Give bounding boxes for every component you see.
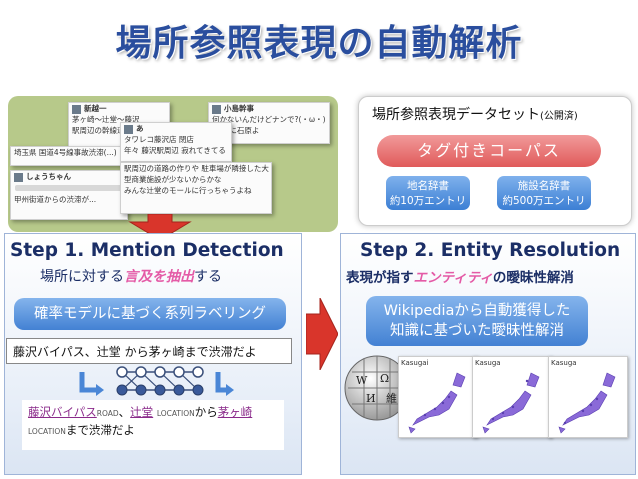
corpus-pill: タグ付きコーパス <box>377 135 601 167</box>
tweet-text: 駅周辺の幹線道路が <box>72 126 140 135</box>
tweet-user: 小島幹事 <box>224 104 254 113</box>
place-name-dictionary: 地名辞書 約10万エントリ <box>386 176 470 210</box>
input-sentence: 藤沢バイパス、辻堂 から茅ヶ崎まで渋滞だよ <box>6 338 292 364</box>
tweet-text: みんな辻堂のモールに行っちゃうよね <box>124 186 252 195</box>
tweet-text: 年々 藤沢駅周辺 寂れてきてる <box>124 146 226 155</box>
map-thumbnail: Kasuga <box>472 356 552 438</box>
entity-mention: 藤沢バイパス <box>28 405 97 419</box>
japan-map-icon <box>558 372 616 434</box>
map-label: Kasuga <box>551 359 577 367</box>
map-label: Kasugai <box>401 359 429 367</box>
sequence-labeling-box: 確率モデルに基づく系列ラベリング <box>14 298 286 330</box>
entity-tag: ROAD <box>96 409 119 418</box>
entity-mention: 茅ヶ崎 <box>217 405 253 419</box>
tweet-collage: 新越一 茅ヶ崎〜辻堂〜藤沢 駅周辺の幹線道路が 小島幹事 何かないんだけどナンで… <box>8 96 338 232</box>
entity-tag: LOCATION <box>156 409 195 418</box>
tweet-card: 埼玉県 国道4号線事故渋滞(...) <box>10 146 132 166</box>
tweet-text: タワレコ藤沢店 閉店 <box>124 135 194 144</box>
tweet-text: 型商業施設が少ないからかな <box>124 175 222 184</box>
step1-title: Step 1. Mention Detection <box>10 240 284 261</box>
entity-mention: 辻堂 <box>130 405 154 419</box>
disambiguation-method-box: Wikipediaから自動獲得した 知識に基づいた曖昧性解消 <box>366 296 588 346</box>
tweet-user: しょうちゃん <box>26 172 71 181</box>
tweet-text: で なに石原よ <box>212 126 260 135</box>
avatar <box>124 124 133 134</box>
step2-subtitle: 表現が指すエンティティの曖昧性解消 <box>346 270 574 286</box>
labeling-lattice-diagram <box>79 366 234 396</box>
tweet-text: 何かないんだけどナンで?(・ω・) <box>212 115 326 124</box>
step2-title: Step 2. Entity Resolution <box>360 240 621 261</box>
svg-text:Ω: Ω <box>380 372 389 385</box>
entity-tag: LOCATION <box>28 427 66 436</box>
tweet-user: あ <box>136 124 144 133</box>
map-thumbnail: Kasugai <box>398 356 478 438</box>
svg-text:И: И <box>366 392 376 405</box>
tweet-text: 甲州街道からの渋滞が... <box>14 195 97 204</box>
map-label: Kasuga <box>475 359 501 367</box>
labeled-sentence: 藤沢バイパスROAD、辻堂 LOCATIONから茅ヶ崎 LOCATIONまで渋滞… <box>22 400 284 450</box>
avatar <box>72 104 81 114</box>
tweet-card: 駅周辺の道路の作りや 駐車場が隣接した大 型商業施設が少ないからかな みんな辻堂… <box>120 162 272 214</box>
japan-map-icon <box>482 372 540 434</box>
avatar <box>212 104 221 114</box>
dataset-title-note: (公開済) <box>540 111 578 122</box>
tweet-text: 駅周辺の道路の作りや 駐車場が隣接した大 <box>124 164 269 173</box>
tweet-user: 新越一 <box>84 104 107 113</box>
tweet-card: しょうちゃん 甲州街道からの渋滞が... <box>10 170 128 220</box>
map-thumbnail: Kasuga <box>548 356 628 438</box>
svg-text:W: W <box>356 374 368 387</box>
step1-subtitle: 場所に対する言及を抽出する <box>40 269 222 285</box>
japan-map-icon <box>408 372 466 434</box>
right-arrow-icon <box>306 298 338 370</box>
tweet-text: 埼玉県 国道4号線事故渋滞(...) <box>14 148 117 157</box>
tweet-card: あ タワレコ藤沢店 閉店 年々 藤沢駅周辺 寂れてきてる <box>120 122 232 162</box>
dataset-title: 場所参照表現データセット(公開済) <box>372 107 578 123</box>
avatar <box>14 172 23 182</box>
tweet-text: 茅ヶ崎〜辻堂〜藤沢 <box>72 115 140 124</box>
down-arrow-icon <box>128 214 192 240</box>
facility-name-dictionary: 施設名辞書 約500万エントリ <box>497 176 591 210</box>
slide-title: 場所参照表現の自動解析 <box>115 23 523 64</box>
svg-text:維: 維 <box>386 392 397 405</box>
